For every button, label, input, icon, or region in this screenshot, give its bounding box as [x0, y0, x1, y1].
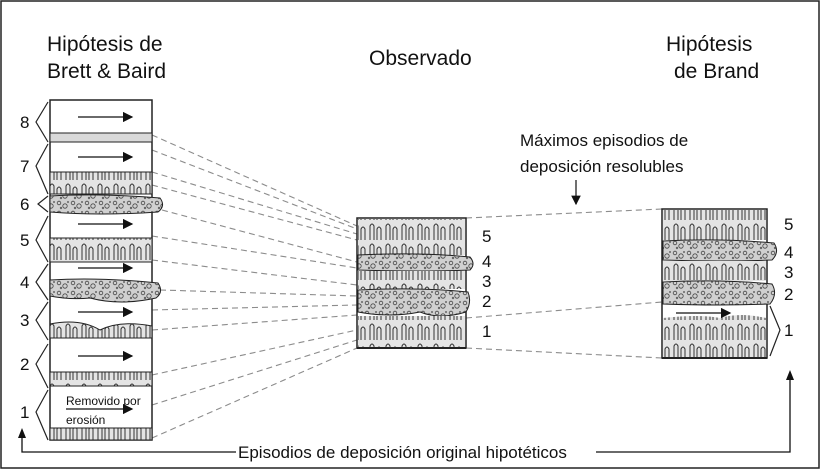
- layer-3-bed: [49, 321, 153, 339]
- bottom-right-arrowhead: [786, 370, 794, 380]
- episode-number-3: 3: [20, 311, 29, 330]
- center-layer-number-5: 5: [482, 227, 491, 246]
- episode-number-7: 7: [20, 157, 29, 176]
- right-layer-number-2: 2: [784, 285, 793, 304]
- right-episode-1-brace: [769, 305, 781, 357]
- left-correlation-lines: [151, 134, 358, 439]
- center-layer-number-3: 3: [482, 272, 491, 291]
- max-episodes-label-line1: Máximos episodios de: [520, 131, 688, 150]
- layer-4-bed: [49, 278, 162, 303]
- right-layer-number-4: 4: [784, 243, 793, 262]
- bottom-left-arrowhead: [18, 428, 26, 438]
- right-heading-line1: Hipótesis: [666, 33, 752, 56]
- right-layer-1-bed: [663, 315, 766, 357]
- right-layer-number-5: 5: [784, 215, 793, 234]
- center-layer-2-bed: [357, 288, 471, 317]
- center-layer-number-1: 1: [482, 322, 491, 341]
- removed-by-erosion-line2: erosión: [66, 413, 105, 427]
- max-episodes-label-line2: deposición resolubles: [520, 157, 684, 176]
- right-layer-4-bed: [662, 239, 778, 262]
- bottom-bracket: [21, 374, 791, 453]
- hypothetical-episodes-label: Episodios de deposición original hipotét…: [238, 443, 567, 462]
- episode-number-1: 1: [20, 403, 29, 422]
- episode-braces: [35, 101, 49, 441]
- right-layer-5-bed: [663, 210, 766, 240]
- right-layer-2-bed: [662, 280, 776, 306]
- episode-number-5: 5: [20, 231, 29, 250]
- center-layer-number-4: 4: [482, 252, 491, 271]
- right-column: 5 4 3 2 1: [661, 208, 793, 359]
- center-layer-number-2: 2: [482, 292, 491, 311]
- right-layer-number-3: 3: [784, 263, 793, 282]
- right-layer-3-bed: [663, 261, 766, 281]
- center-layer-5-bed: [358, 219, 465, 255]
- left-heading-line2: Brett & Baird: [47, 60, 166, 83]
- center-layer-3-bed: [358, 271, 465, 289]
- layer-6-bed: [49, 194, 164, 215]
- layer-2-bed: [49, 371, 153, 387]
- episode-number-4: 4: [20, 273, 29, 292]
- right-layer-number-1: 1: [784, 321, 793, 340]
- left-column: Removido por erosión 8 7 6 5 4 3 2 1: [20, 99, 164, 441]
- center-layer-4-bed: [357, 253, 474, 272]
- center-column: 5 4 3 2 1: [356, 217, 491, 349]
- right-heading-line2: de Brand: [674, 60, 759, 83]
- left-heading-line1: Hipótesis de: [47, 33, 163, 56]
- episode-number-6: 6: [20, 195, 29, 214]
- center-layer-1-bed: [358, 316, 465, 347]
- layer-1-bed: [49, 427, 153, 441]
- episode-number-2: 2: [20, 355, 29, 374]
- center-heading: Observado: [369, 47, 472, 70]
- layer-7-bed: [49, 171, 153, 195]
- removed-by-erosion-line1: Removido por: [66, 394, 141, 408]
- layer-5-bed: [49, 237, 153, 263]
- episode-number-8: 8: [20, 113, 29, 132]
- layer-8-bed: [49, 132, 153, 143]
- right-correlation-lines: [465, 208, 663, 359]
